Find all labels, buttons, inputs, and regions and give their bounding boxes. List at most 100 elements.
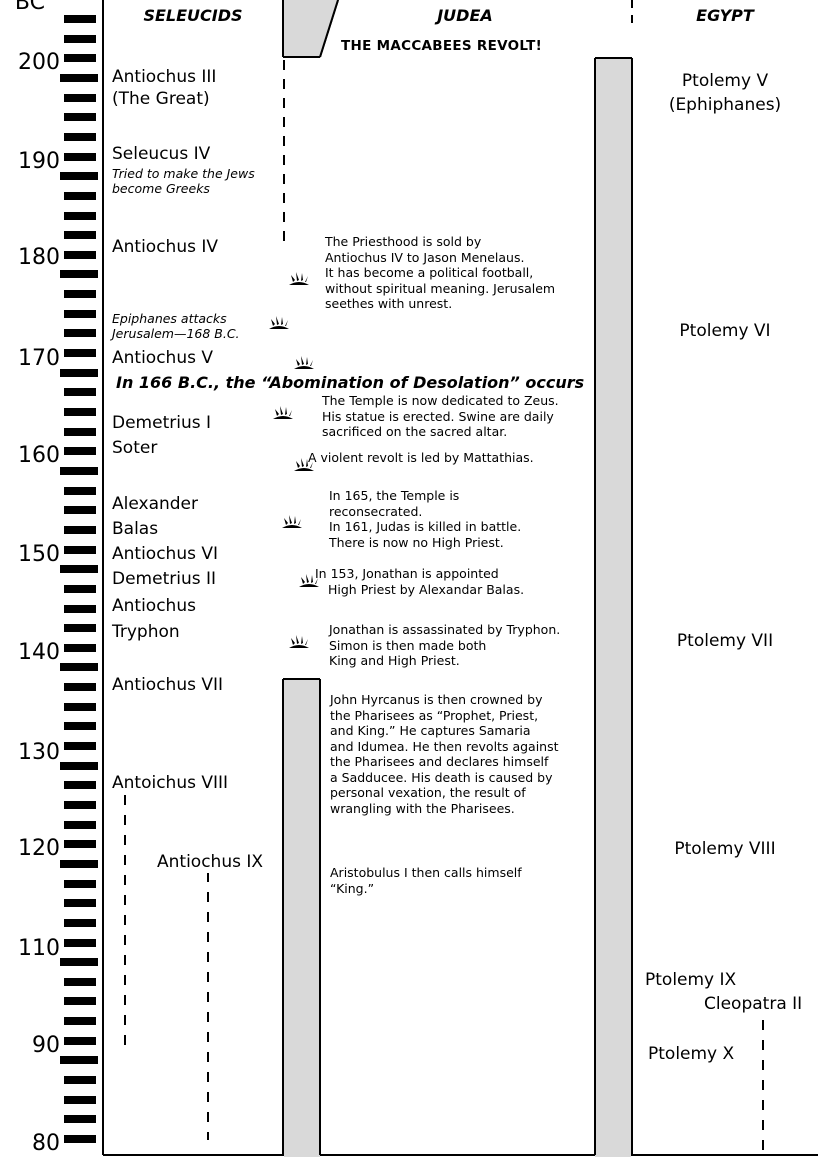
flame-icon xyxy=(273,406,293,419)
ruler-tick xyxy=(64,1135,96,1143)
ruler-tick xyxy=(64,899,96,907)
ruler-name: Seleucus IV xyxy=(112,144,211,164)
ruler-tick xyxy=(64,801,96,809)
ruler-tick xyxy=(64,939,96,947)
ruler-tick xyxy=(64,54,96,62)
ruler-tick xyxy=(64,742,96,750)
flame-icon xyxy=(294,458,314,471)
ruler-name: Antiochus III xyxy=(112,67,217,87)
ruler-name: Balas xyxy=(112,519,159,539)
ruler-name: Antiochus VII xyxy=(112,675,224,695)
judea-paragraph: Jonathan is assassinated by Tryphon.Simo… xyxy=(329,622,561,668)
ruler-tick xyxy=(64,212,96,220)
ruler-tick xyxy=(64,251,96,259)
ruler-tick xyxy=(64,605,96,613)
ruler-label: 140 xyxy=(18,640,60,665)
ruler-tick xyxy=(64,153,96,161)
header-seleucids: SELEUCIDS xyxy=(143,6,243,25)
ruler-tick xyxy=(64,546,96,554)
epiphanes-note: Jerusalem—168 B.C. xyxy=(112,326,240,341)
ruler-tick xyxy=(64,840,96,848)
ruler-tick xyxy=(60,369,98,377)
flame-icon xyxy=(269,316,289,329)
ruler-label: 150 xyxy=(18,542,60,567)
ruler-tick xyxy=(60,860,98,868)
ruler-tick xyxy=(64,1076,96,1084)
ruler-tick xyxy=(64,919,96,927)
ruler-tick xyxy=(64,15,96,23)
ruler-label: 110 xyxy=(18,936,60,961)
ruler-tick xyxy=(64,978,96,986)
ruler-label: 90 xyxy=(32,1033,60,1058)
ruler-tick xyxy=(60,467,98,475)
ruler-label: 190 xyxy=(18,149,60,174)
ruler-name: Ptolemy VII xyxy=(676,631,774,651)
ruler-tick xyxy=(64,231,96,239)
header-egypt: EGYPT xyxy=(696,6,754,25)
ruler-tick xyxy=(60,74,98,82)
ruler-tick xyxy=(64,997,96,1005)
ruler-tick xyxy=(64,722,96,730)
flame-icon xyxy=(294,356,314,369)
ruler-name: Antiochus VI xyxy=(112,544,218,564)
ruler-label: 120 xyxy=(18,836,60,861)
ruler-tick xyxy=(64,388,96,396)
flame-icon xyxy=(289,635,309,648)
ruler-tick xyxy=(60,1056,98,1064)
ruler-tick xyxy=(64,310,96,318)
ruler-name: Antiochus V xyxy=(112,348,213,368)
ruler-epithet: (Ephiphanes) xyxy=(668,95,782,115)
ruler-tick xyxy=(60,663,98,671)
ruler-name: Ptolemy V xyxy=(681,71,769,91)
ruler-tick xyxy=(64,821,96,829)
ruler-tick xyxy=(64,506,96,514)
header-judea: JUDEA xyxy=(437,6,493,25)
ruler-tick xyxy=(64,526,96,534)
ruler-name: Antoichus VIII xyxy=(112,773,229,793)
abomination-banner: In 166 B.C., the “Abomination of Desolat… xyxy=(116,373,585,392)
ruler-tick xyxy=(64,192,96,200)
ruler-name: Antiochus IV xyxy=(112,237,218,257)
ruler-tick xyxy=(64,133,96,141)
ruler-tick xyxy=(64,290,96,298)
ruler-tick xyxy=(64,1017,96,1025)
ruler-name: Demetrius I xyxy=(112,413,211,433)
ruler-tick xyxy=(64,94,96,102)
ruler-name: Demetrius II xyxy=(112,569,217,589)
ruler-name: Ptolemy X xyxy=(648,1044,735,1064)
ruler-tick xyxy=(60,270,98,278)
ruler-tick xyxy=(64,624,96,632)
judea-paragraph: The Temple is now dedicated to Zeus.His … xyxy=(322,393,559,439)
judea-paragraph: A violent revolt is led by Mattathias. xyxy=(308,450,534,465)
ruler-tick xyxy=(64,349,96,357)
judea-paragraph: Aristobulus I then calls himself“King.” xyxy=(330,865,522,896)
ruler-tick xyxy=(64,585,96,593)
ruler-tick xyxy=(64,644,96,652)
ruler-tick xyxy=(64,447,96,455)
ruler-tick xyxy=(64,1115,96,1123)
ruler-tick xyxy=(60,762,98,770)
ruler-name: Ptolemy VI xyxy=(679,321,771,341)
ruler-name: Ptolemy IX xyxy=(645,970,737,990)
ruler-tick xyxy=(64,113,96,121)
ruler-label: 200 xyxy=(18,50,60,75)
ruler-epithet: Soter xyxy=(112,438,158,458)
seleucus-note: Tried to make the Jews xyxy=(112,166,255,181)
ruler-name: Antiochus xyxy=(112,596,196,616)
ruler-tick xyxy=(60,172,98,180)
ruler-label: 130 xyxy=(18,740,60,765)
ruler-name: Cleopatra II xyxy=(704,994,803,1014)
ruler-epithet: (The Great) xyxy=(112,89,210,109)
ruler-tick xyxy=(64,781,96,789)
ruler-tick xyxy=(60,565,98,573)
flame-icon xyxy=(299,574,319,587)
ruler-tick xyxy=(64,703,96,711)
flame-icon xyxy=(282,515,302,528)
ruler-name: Antiochus IX xyxy=(157,851,264,873)
